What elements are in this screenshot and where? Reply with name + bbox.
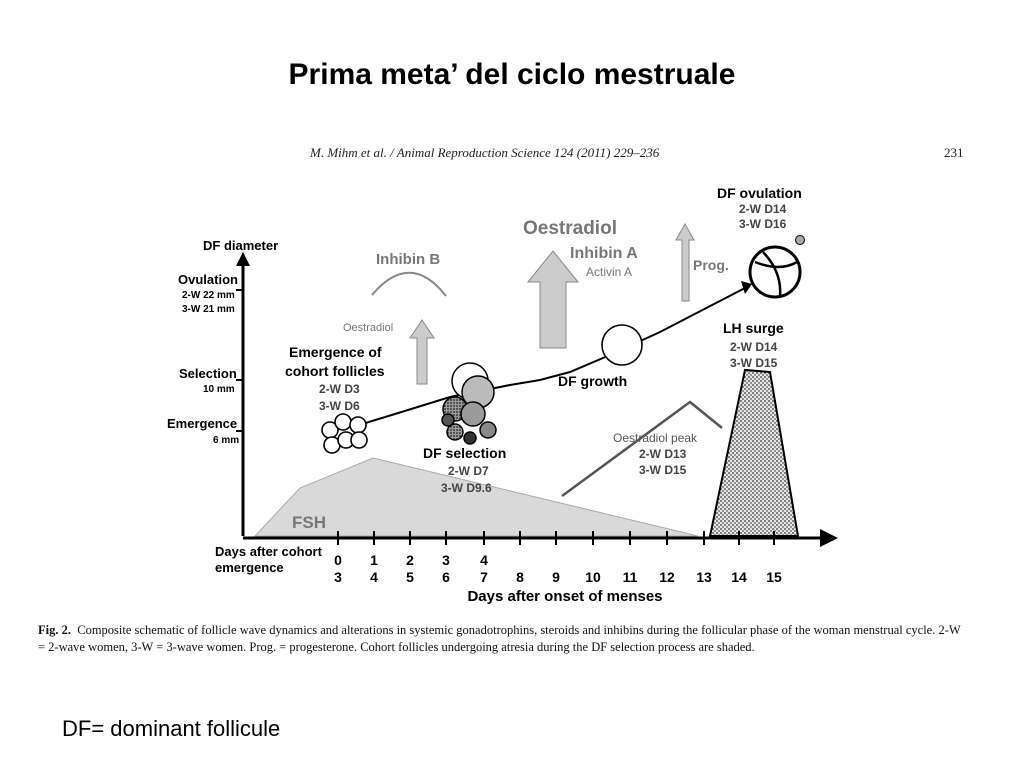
oestradiol-large-label: Oestradiol (523, 218, 617, 239)
x-axis-ticks (337, 531, 775, 545)
slide-title: Prima meta’ del ciclo mestruale (288, 58, 736, 91)
cohort-day-label: 4 (480, 552, 488, 568)
emergence-cohort-3w: 3-W D6 (319, 399, 360, 413)
y-label-ovulation: Ovulation (178, 272, 238, 287)
oestradiol-peak-label: Oestradiol peak (613, 431, 698, 445)
lh-surge-2w: 2-W D14 (730, 340, 778, 354)
figure-caption-text: Composite schematic of follicle wave dyn… (38, 623, 961, 654)
df-growth-label: DF growth (558, 373, 627, 389)
oestradiol-small-arrow (409, 319, 435, 385)
y-label-selection: Selection (179, 366, 237, 381)
menses-day-label: 10 (585, 569, 601, 585)
cohort-day-label: 0 (334, 552, 342, 568)
menses-day-label: 6 (442, 569, 450, 585)
cohort-day-label: 3 (442, 552, 450, 568)
df-growth-arrowhead (741, 281, 752, 294)
inhibin-b-label: Inhibin B (376, 251, 440, 268)
menses-day-label: 11 (623, 569, 638, 585)
menses-day-label: 5 (406, 569, 414, 585)
menses-day-label: 9 (552, 569, 560, 585)
cohort-day-label: 2 (406, 552, 414, 568)
menses-day-labels: 3 4 5 6 7 8 9 10 11 12 13 14 15 (334, 569, 782, 585)
fsh-curve-area (253, 457, 699, 537)
menses-day-label: 7 (480, 569, 488, 585)
activin-a-label: Activin A (586, 265, 632, 279)
menses-day-label: 15 (766, 569, 782, 585)
menses-day-label: 13 (696, 569, 712, 585)
cohort-follicles-emergence (321, 413, 368, 454)
menses-day-label: 12 (659, 569, 675, 585)
y-axis-arrowhead (236, 252, 250, 266)
df-selection-3w: 3-W D9.6 (441, 481, 492, 495)
figure-caption: Fig. 2. Composite schematic of follicle … (38, 622, 968, 656)
fsh-label: FSH (292, 513, 326, 532)
x-label-cohort-line2: emergence (215, 560, 284, 575)
x-axis-arrowhead (820, 529, 838, 547)
emergence-cohort-2w: 2-W D3 (319, 382, 360, 396)
y-label-emergence: Emergence (167, 416, 237, 431)
figure-caption-label: Fig. 2. (38, 623, 71, 637)
slide-footnote: DF= dominant follicule (62, 716, 281, 741)
y-label-selection-mm: 10 mm (203, 384, 235, 395)
y-label-ovulation-3w: 3-W 21 mm (182, 304, 235, 315)
menses-day-label: 3 (334, 569, 342, 585)
progesterone-label: Prog. (693, 257, 729, 273)
x-axis-title: Days after onset of menses (467, 588, 662, 605)
y-label-ovulation-2w: 2-W 22 mm (182, 290, 235, 301)
oestradiol-peak-3w: 3-W D15 (639, 463, 687, 477)
lh-surge-label: LH surge (723, 320, 784, 336)
menses-day-label: 4 (370, 569, 378, 585)
cohort-day-label: 1 (370, 552, 378, 568)
df-ovulation-3w: 3-W D16 (739, 217, 787, 231)
y-label-emergence-mm: 6 mm (213, 435, 239, 446)
progesterone-arrow (675, 222, 695, 302)
emergence-cohort-label-line2: cohort follicles (285, 363, 385, 379)
oestradiol-small-label: Oestradiol (343, 322, 393, 334)
figure-citation: M. Mihm et al. / Animal Reproduction Sci… (310, 145, 660, 160)
emergence-cohort-label-line1: Emergence of (289, 344, 382, 360)
df-selection-2w: 2-W D7 (448, 464, 489, 478)
oestradiol-peak-2w: 2-W D13 (639, 447, 687, 461)
df-ovulation-2w: 2-W D14 (739, 202, 787, 216)
oestradiol-peak-curve (561, 400, 723, 498)
lh-surge-3w: 3-W D15 (730, 356, 778, 370)
inhibin-a-label: Inhibin A (570, 245, 638, 262)
df-selection-cluster (441, 362, 497, 445)
cohort-day-labels: 0 1 2 3 4 (334, 552, 488, 568)
y-axis-title: DF diameter (203, 238, 278, 253)
x-label-cohort-line1: Days after cohort (215, 544, 323, 559)
df-growth-follicle (601, 324, 643, 366)
page-number: 231 (944, 145, 964, 160)
menses-day-label: 14 (731, 569, 747, 585)
menses-day-label: 8 (516, 569, 524, 585)
df-selection-label: DF selection (423, 445, 506, 461)
oestradiol-large-arrow (526, 250, 580, 349)
df-ovulation-label: DF ovulation (717, 185, 802, 201)
lh-surge-peak (708, 368, 800, 537)
df-ovulation-follicle (748, 235, 805, 299)
inhibin-b-curve (371, 271, 447, 297)
